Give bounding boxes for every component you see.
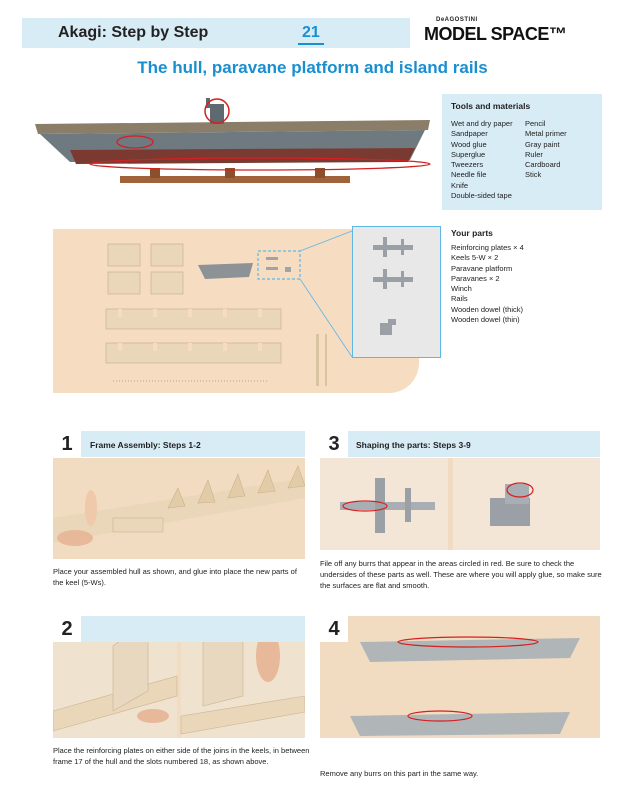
tool-item: Cardboard [525, 160, 561, 170]
parts-title: Your parts [451, 228, 493, 238]
series-title: Akagi: Step by Step [58, 24, 209, 41]
paravane-zoom-inset [352, 226, 441, 358]
tool-item: Knife [451, 180, 469, 190]
tool-item: Metal primer [525, 129, 567, 139]
part-item: Wooden dowel (thick) [451, 304, 523, 314]
section-3-number: 3 [320, 431, 348, 457]
page-heading: The hull, paravane platform and island r… [137, 58, 488, 77]
frame-assembly-image [53, 465, 305, 546]
tools-title: Tools and materials [451, 101, 531, 111]
section-1-header [53, 431, 305, 457]
section-2-number: 2 [53, 616, 81, 642]
tool-item: Wood glue [451, 139, 487, 149]
stand-base [120, 176, 350, 183]
tools-panel [442, 94, 602, 210]
tool-item: Ruler [525, 149, 543, 159]
paravane-shaping-image [320, 458, 600, 550]
platform-burr-image [350, 636, 580, 736]
section-4-photo [320, 616, 600, 738]
part-item: Paravanes × 2 [451, 273, 500, 283]
section-3-title: Shaping the parts: Steps 3-9 [356, 440, 471, 450]
tool-item: Needle file [451, 170, 487, 180]
ship-model-image [35, 98, 431, 183]
flight-deck [35, 120, 430, 134]
section-1-caption: Place your assembled hull as shown, and … [53, 567, 297, 587]
parts-layout-image [105, 230, 353, 386]
section-1-number: 1 [53, 431, 81, 457]
part-item: Winch [451, 284, 472, 294]
section-4-number: 4 [320, 616, 348, 642]
tool-item: Superglue [451, 149, 486, 159]
tool-item: Pencil [525, 119, 546, 128]
section-3-header [320, 431, 600, 457]
tool-item: Sandpaper [451, 129, 488, 139]
tools-list-left: Wet and dry paper Sandpaper Wood glue Su… [451, 119, 513, 201]
tool-item: Wet and dry paper [451, 119, 513, 128]
tool-item: Gray paint [525, 139, 560, 149]
tools-list-right: Pencil Metal primer Gray paint Ruler Car… [525, 119, 567, 181]
parts-list: Reinforcing plates × 4 Keels 5-W × 2 Par… [451, 243, 524, 325]
section-2-caption: Place the reinforcing plates on either s… [53, 746, 310, 766]
highlight-circle [204, 98, 230, 124]
paravane-parts-image [373, 237, 413, 335]
section-1-photo [53, 458, 305, 559]
section-3-caption: File off any burrs that appear in the ar… [320, 559, 602, 590]
brand-logo: MODEL SPACE™ [424, 24, 567, 44]
section-1-title: Frame Assembly: Steps 1-2 [90, 440, 201, 450]
tool-item: Double-sided tape [451, 191, 512, 201]
part-item: Keels 5-W × 2 [451, 253, 499, 263]
brand-logo-box [410, 16, 606, 50]
tool-item: Stick [525, 170, 542, 180]
part-item: Paravane platform [451, 263, 513, 273]
tool-item: Tweezers [451, 160, 484, 170]
section-2-header [53, 616, 305, 642]
publisher-logo: DeAGOSTINI [436, 17, 478, 23]
part-item: Reinforcing plates × 4 [451, 243, 524, 252]
part-item: Wooden dowel (thin) [451, 315, 520, 325]
page-number: 21 [298, 24, 324, 45]
part-item: Rails [451, 294, 468, 304]
section-4-caption: Remove any burrs on this part in the sam… [320, 769, 479, 778]
section-3-photo [320, 458, 600, 550]
